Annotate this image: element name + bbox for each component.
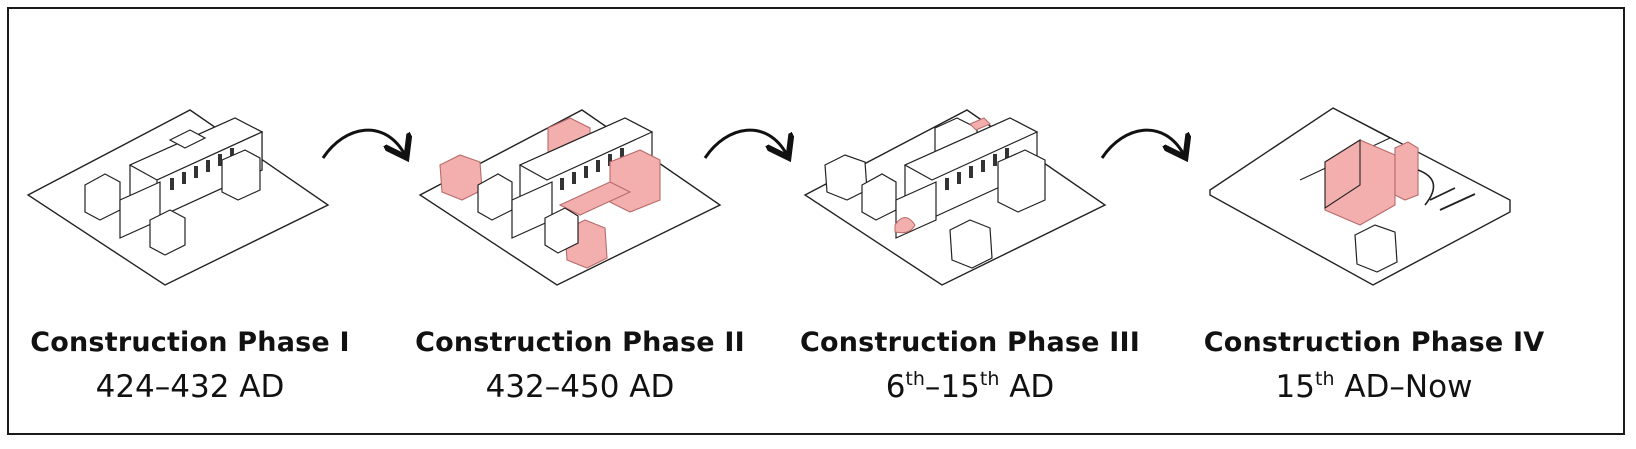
phase-1-title: Construction Phase I <box>30 327 350 358</box>
date-superscript: th <box>1315 368 1335 390</box>
curved-arrow-icon <box>1100 128 1184 158</box>
phase-4-dates: 15th AD–Now <box>1275 368 1473 405</box>
phase-3-illustration <box>803 109 1107 286</box>
phase-2-illustration <box>418 109 722 286</box>
phase-1-dates: 424–432 AD <box>95 369 285 405</box>
diagram-frame <box>7 7 1625 435</box>
phase-4-illustration <box>1209 107 1511 286</box>
phase-3-title: Construction Phase III <box>800 327 1140 358</box>
phase-3-dates: 6th–15th AD <box>885 368 1055 405</box>
phase-2-title: Construction Phase II <box>415 327 745 358</box>
curved-arrow-icon <box>703 128 787 158</box>
phase-4-title: Construction Phase IV <box>1203 327 1545 358</box>
curved-arrow-icon <box>321 128 405 158</box>
date-superscript: th <box>979 368 1000 390</box>
phase-1-illustration <box>26 109 330 286</box>
phase-2-dates: 432–450 AD <box>485 369 675 405</box>
date-superscript: th <box>905 368 925 390</box>
